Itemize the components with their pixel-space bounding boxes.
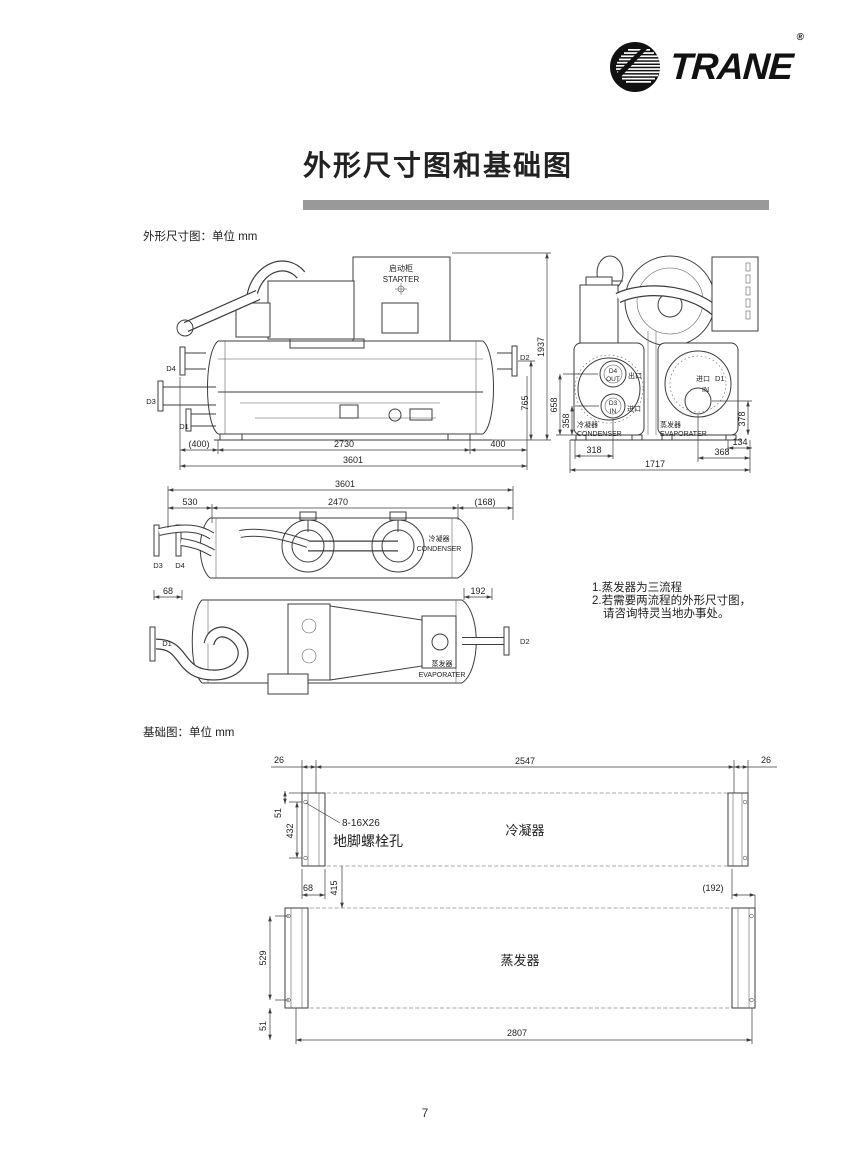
dim-368: 368 bbox=[714, 447, 729, 457]
side-view-machine-outline bbox=[157, 256, 518, 441]
brand-wordmark: TRANE® bbox=[668, 32, 804, 87]
label-d3-in: IN bbox=[610, 408, 617, 415]
label-d1-in: IN bbox=[702, 387, 709, 394]
dim-529: 529 bbox=[258, 950, 268, 965]
evaporator-label-cn: 蒸发器 bbox=[660, 420, 681, 429]
foundation-drawing: 26 2547 26 51 432 8-16X26 地脚螺栓孔 冷凝器 68 4… bbox=[258, 755, 777, 1044]
label-d4: D4 bbox=[609, 368, 618, 375]
evaporator-label-en: EVAPORATER bbox=[419, 672, 466, 679]
dim-68: 68 bbox=[163, 586, 173, 596]
dim-658: 658 bbox=[549, 397, 559, 412]
evaporator-top bbox=[149, 599, 510, 695]
label-d1: D1 bbox=[715, 374, 725, 383]
dim-2730: 2730 bbox=[334, 439, 354, 449]
dim-168: (168) bbox=[474, 497, 495, 507]
evaporator-label-en: EVAPORATER bbox=[660, 431, 707, 438]
dim-26-right: 26 bbox=[761, 755, 771, 765]
dim-400-left: (400) bbox=[188, 439, 209, 449]
end-view-drawing: D4 OUT 出口 D3 IN 进口 进口 D1 IN 冷凝器 CONDENSE… bbox=[549, 255, 759, 473]
dim-2547: 2547 bbox=[515, 756, 535, 766]
condenser-label-cn: 冷凝器 bbox=[577, 420, 598, 429]
page-number: 7 bbox=[421, 1106, 429, 1120]
dim-2470: 2470 bbox=[328, 497, 348, 507]
label-d3: D3 bbox=[609, 400, 618, 407]
dim-3601: 3601 bbox=[335, 479, 355, 489]
anchor-bolt-label: 地脚螺栓孔 bbox=[333, 833, 403, 849]
title-divider-bar bbox=[303, 200, 769, 210]
side-view-drawing: 启动柜 STARTER D4 D3 D1 D2 (400) 2730 400 3… bbox=[146, 252, 551, 470]
dim-415: 415 bbox=[329, 880, 339, 895]
end-view-labels: D4 OUT 出口 D3 IN 进口 进口 D1 IN 冷凝器 CONDENSE… bbox=[549, 368, 748, 469]
label-d4: D4 bbox=[166, 364, 176, 373]
dim-2807: 2807 bbox=[507, 1028, 527, 1038]
page-title: 外形尺寸图和基础图 bbox=[303, 150, 574, 181]
label-d2: D2 bbox=[520, 353, 530, 362]
label-d4-out: OUT bbox=[606, 376, 620, 383]
end-view-machine-outline bbox=[570, 255, 759, 441]
foundation-section-label: 基础图：单位 mm bbox=[143, 727, 235, 739]
label-d3: D3 bbox=[146, 397, 156, 406]
label-d1: D1 bbox=[179, 422, 189, 431]
starter-label-cn: 启动柜 bbox=[389, 263, 413, 273]
dim-3601: 3601 bbox=[343, 455, 363, 465]
side-view-dimensions bbox=[179, 252, 551, 470]
condenser-label-cn: 冷凝器 bbox=[429, 534, 450, 543]
condenser-foundation-strip bbox=[301, 792, 749, 867]
trane-globe-icon bbox=[610, 42, 660, 92]
dim-378: 378 bbox=[737, 411, 747, 426]
nozzle-d1 bbox=[185, 408, 216, 432]
condenser-label-en: CONDENSER bbox=[577, 431, 622, 438]
dim-192: 192 bbox=[470, 586, 485, 596]
evaporator-label-cn: 蒸发器 bbox=[432, 659, 453, 668]
dim-765: 765 bbox=[520, 395, 530, 410]
evaporator-foundation-strip bbox=[284, 907, 756, 1009]
notes-block: 1.蒸发器为三流程 2.若需要两流程的外形尺寸图， 请咨询特灵当地办事处。 bbox=[592, 582, 782, 621]
dim-318: 318 bbox=[586, 445, 601, 455]
dim-26-left: 26 bbox=[274, 755, 284, 765]
trane-logo: TRANE® bbox=[608, 32, 804, 94]
dimension-section-label: 外形尺寸图：单位 mm bbox=[143, 231, 258, 243]
dim-1937: 1937 bbox=[536, 337, 546, 357]
top-view-dimensions bbox=[153, 486, 514, 600]
end-view-dimensions bbox=[556, 373, 752, 473]
note-line-3: 请咨询特灵当地办事处。 bbox=[603, 608, 730, 620]
note-line-2: 2.若需要两流程的外形尺寸图， bbox=[592, 595, 752, 607]
foundation-dimensions bbox=[268, 760, 777, 1044]
label-outlet-cn: 出口 bbox=[628, 371, 642, 380]
label-d4: D4 bbox=[175, 561, 185, 570]
registered-mark: ® bbox=[796, 32, 804, 43]
dim-432: 432 bbox=[285, 823, 295, 838]
condenser-label: 冷凝器 bbox=[505, 823, 544, 838]
dim-530: 530 bbox=[182, 497, 197, 507]
condenser-end bbox=[573, 342, 645, 436]
top-view-machine-outline bbox=[149, 511, 510, 695]
nozzle-d3 bbox=[157, 380, 216, 412]
dim-51-top: 51 bbox=[273, 808, 283, 818]
condenser-label-en: CONDENSER bbox=[417, 546, 462, 553]
bolt-spec-label: 8-16X26 bbox=[342, 818, 380, 829]
side-view-labels: 启动柜 STARTER D4 D3 D1 D2 (400) 2730 400 3… bbox=[146, 263, 546, 465]
dim-192: (192) bbox=[702, 883, 723, 893]
nozzle-d2 bbox=[497, 345, 518, 377]
evaporator-label: 蒸发器 bbox=[500, 953, 539, 968]
foundation-labels: 26 2547 26 51 432 8-16X26 地脚螺栓孔 冷凝器 68 4… bbox=[258, 755, 771, 1038]
condenser-top bbox=[199, 511, 473, 579]
dim-1717: 1717 bbox=[645, 459, 665, 469]
dim-51-bottom: 51 bbox=[258, 1021, 268, 1031]
label-d1: D1 bbox=[162, 639, 172, 648]
note-line-1: 1.蒸发器为三流程 bbox=[592, 582, 683, 594]
label-d2: D2 bbox=[520, 637, 530, 646]
dim-400-right: 400 bbox=[490, 439, 505, 449]
top-view-labels: 3601 530 2470 (168) 68 192 D3 D4 D1 D2 冷… bbox=[153, 479, 529, 679]
label-d3: D3 bbox=[153, 561, 163, 570]
dim-68: 68 bbox=[303, 883, 313, 893]
dim-358: 358 bbox=[561, 413, 571, 428]
dim-134: 134 bbox=[732, 437, 747, 447]
label-inlet-cn: 进口 bbox=[627, 405, 641, 413]
starter-label-en: STARTER bbox=[383, 275, 420, 284]
label-d1-inlet-cn: 进口 bbox=[696, 375, 710, 383]
top-view-drawing: 3601 530 2470 (168) 68 192 D3 D4 D1 D2 冷… bbox=[149, 479, 530, 695]
nozzle-d4 bbox=[179, 346, 206, 376]
